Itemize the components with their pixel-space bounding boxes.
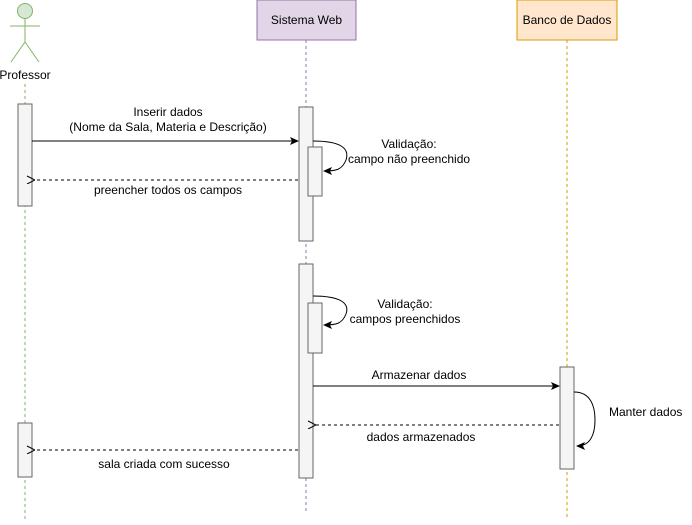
sistema-self-activation-2 — [307, 302, 323, 354]
professor-label: Professor — [0, 68, 51, 82]
sistema-self-activation-1 — [307, 146, 323, 197]
professor-activation-2 — [17, 422, 33, 478]
preencher-label: preencher todos os campos — [93, 183, 243, 197]
inserir-label-1: Inserir dados — [133, 105, 203, 119]
manter-arrow — [573, 391, 596, 450]
validacao1-label-1: Validação: — [381, 137, 437, 151]
banco-activation — [559, 366, 575, 470]
banco-label: Banco de Dados — [522, 13, 612, 27]
armazenados-label: dados armazenados — [366, 430, 476, 444]
banco-box — [516, 0, 618, 41]
armazenar-label: Armazenar dados — [371, 368, 467, 382]
validacao2-label-2: campos preenchidos — [349, 312, 461, 326]
validacao2-label-1: Validação: — [377, 297, 433, 311]
inserir-label-2: (Nome da Sala, Materia e Descrição) — [69, 120, 267, 134]
professor-activation-1 — [17, 103, 33, 207]
sistema-box — [256, 0, 357, 41]
validacao2-arrow — [312, 295, 348, 329]
validacao1-label-2: campo não preenchido — [347, 152, 471, 166]
validacao1-arrow — [312, 140, 348, 175]
sistema-activation-2 — [298, 263, 314, 479]
manter-label: Manter dados — [609, 405, 683, 419]
sistema-label: Sistema Web — [270, 13, 343, 27]
sala-criada-label: sala criada com sucesso — [98, 457, 230, 471]
professor-actor-icon — [10, 3, 40, 63]
